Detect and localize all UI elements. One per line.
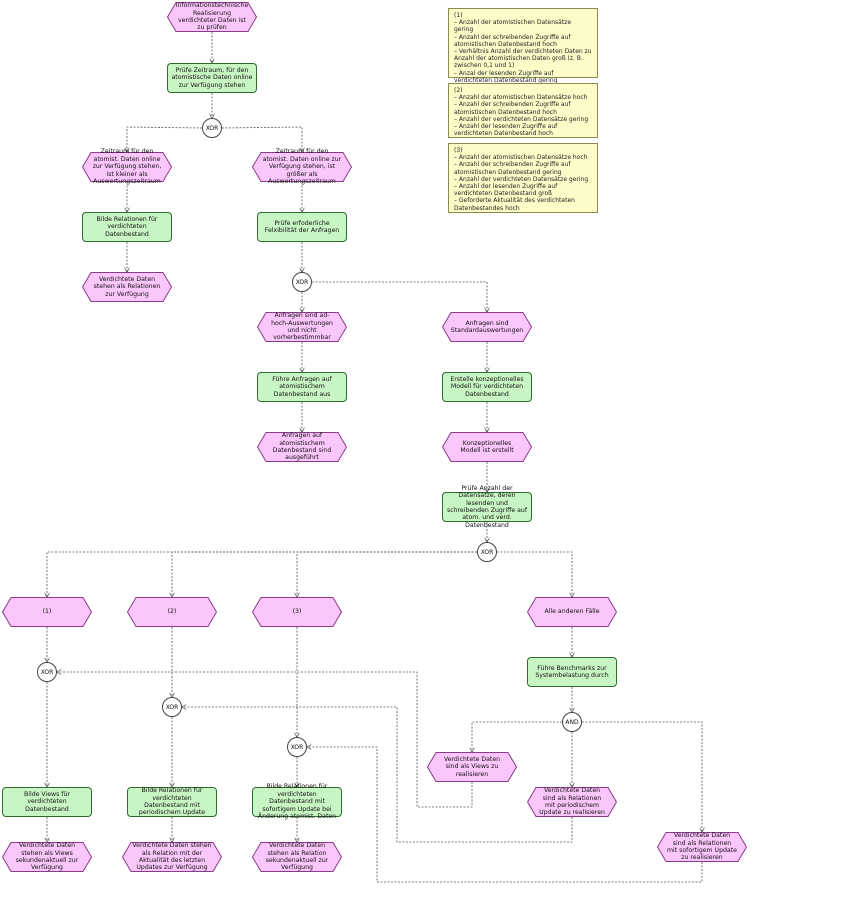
flow-arrow	[127, 126, 203, 152]
function-build-immediate-relations: Bilde Relationen für verdichteten Datenb…	[252, 783, 342, 820]
function-run-benchmarks: Führe Benchmarks zur Systembelastung dur…	[527, 657, 617, 687]
event-hexagon-shape	[256, 312, 348, 342]
connector-xor-6: XOR	[287, 737, 307, 757]
flow-arrow	[472, 721, 562, 752]
event-views-to-realize: Verdichtete Daten sind als Views zu real…	[426, 752, 518, 782]
event-hexagon-shape	[441, 432, 533, 462]
event-label: Anfragen sind Standardauswertungen	[450, 319, 524, 334]
event-hexagon-shape	[426, 752, 518, 782]
event-case-3: (3)	[251, 597, 343, 627]
event-label: Verdichtete Daten stehen als Relation se…	[265, 842, 329, 872]
event-relations-available: Verdichtete Daten stehen als Relationen …	[81, 272, 173, 302]
event-label: Zeitraum für den atomist. Daten online z…	[262, 148, 342, 186]
event-hexagon-shape	[656, 832, 748, 862]
event-hexagon-shape	[256, 432, 348, 462]
event-hexagon-shape	[251, 597, 343, 627]
event-label: Informationstechnische Realisierung verd…	[175, 2, 249, 32]
event-label: Verdichtete Daten sind als Relationen mi…	[667, 832, 737, 862]
flow-arrow	[297, 551, 477, 597]
event-timeframe-smaller: Zeitraum für den atomist. Daten online z…	[81, 148, 173, 185]
event-label: Zeitraum für den atomist. Daten online z…	[92, 148, 162, 186]
event-label: Verdichtete Daten stehen als Views sekun…	[15, 842, 79, 872]
event-immediate-relations-available: Verdichtete Daten stehen als Relation se…	[251, 842, 343, 872]
event-queries-executed: Anfragen auf atomistischem Datenbestand …	[256, 432, 348, 462]
connector-xor-5: XOR	[162, 697, 182, 717]
event-label: Verdichtete Daten stehen als Relation mi…	[132, 842, 212, 872]
function-check-timeframe: Prüfe Zeitraum, für den atomistische Dat…	[167, 63, 257, 93]
function-build-periodic-relations: Bilde Relationen für verdichteten Datenb…	[127, 787, 217, 817]
event-label: Alle anderen Fälle	[544, 608, 600, 616]
event-views-available: Verdichtete Daten stehen als Views sekun…	[1, 842, 93, 872]
event-case-2: (2)	[126, 597, 218, 627]
event-start: Informationstechnische Realisierung verd…	[166, 2, 258, 32]
function-build-views: Bilde Views für verdichteten Datenbestan…	[2, 787, 92, 817]
event-other-cases: Alle anderen Fälle	[526, 597, 618, 627]
event-label: Anfragen sind ad-hoch-Auswertungen und n…	[271, 312, 333, 342]
event-hexagon-shape	[1, 597, 93, 627]
event-timeframe-larger: Zeitraum für den atomist. Daten online z…	[251, 148, 353, 185]
event-hexagon-shape	[81, 272, 173, 302]
event-hexagon-shape	[251, 152, 353, 182]
event-hexagon-shape	[121, 842, 223, 872]
note-case-2: (2) – Anzahl der atomistischen Datensätz…	[448, 83, 598, 138]
event-label: Konzeptionelles Modell ist erstellt	[460, 439, 514, 454]
connector-xor-3: XOR	[477, 542, 497, 562]
event-hexagon-shape	[526, 597, 618, 627]
event-label: (1)	[42, 608, 52, 616]
function-check-record-count: Prüfe Anzahl der Datensätze, deren lesen…	[442, 485, 532, 529]
note-case-1: (1) – Anzahl der atomistischen Datensätz…	[448, 8, 598, 84]
event-periodic-relations-available: Verdichtete Daten stehen als Relation mi…	[121, 842, 223, 872]
event-model-created: Konzeptionelles Modell ist erstellt	[441, 432, 533, 462]
flow-arrow	[497, 551, 572, 597]
event-hexagon-shape	[166, 2, 258, 32]
event-label: Anfragen auf atomistischem Datenbestand …	[272, 432, 332, 462]
flow-arrow	[182, 707, 573, 843]
flow-arrow	[582, 721, 702, 832]
event-label: (3)	[292, 608, 302, 616]
event-standard-queries: Anfragen sind Standardauswertungen	[441, 312, 533, 342]
event-hexagon-shape	[441, 312, 533, 342]
flow-arrow	[307, 747, 703, 883]
function-run-queries: Führe Anfragen auf atomistischem Datenbe…	[257, 372, 347, 402]
event-label: Verdichtete Daten stehen als Relationen …	[93, 275, 161, 298]
flow-arrow	[47, 551, 477, 597]
note-case-3: (3) – Anzahl der atomistischen Datensätz…	[448, 143, 598, 213]
function-check-flexibility: Prüfe erfoderliche Felxibilität der Anfr…	[257, 212, 347, 242]
flow-arrow	[172, 551, 477, 597]
event-hexagon-shape	[1, 842, 93, 872]
connector-and: AND	[562, 712, 582, 732]
function-create-model: Erstelle konzeptionelles Modell für verd…	[442, 372, 532, 402]
event-hexagon-shape	[81, 152, 173, 182]
event-hexagon-shape	[526, 787, 618, 817]
connector-xor-4: XOR	[37, 662, 57, 682]
event-label: (2)	[167, 608, 177, 616]
event-hexagon-shape	[126, 597, 218, 627]
function-build-relations: Bilde Relationen für verdichteten Datenb…	[82, 212, 172, 242]
event-immediate-relations-to-realize: Verdichtete Daten sind als Relationen mi…	[656, 832, 748, 862]
connector-xor-1: XOR	[202, 118, 222, 138]
event-periodic-relations-to-realize: Verdichtete Daten sind als Relationen mi…	[526, 787, 618, 817]
event-hexagon-shape	[251, 842, 343, 872]
connector-xor-2: XOR	[292, 272, 312, 292]
event-label: Verdichtete Daten sind als Views zu real…	[443, 755, 501, 778]
flow-arrow	[312, 281, 487, 312]
event-case-1: (1)	[1, 597, 93, 627]
event-label: Verdichtete Daten sind als Relationen mi…	[539, 787, 605, 817]
event-adhoc-queries: Anfragen sind ad-hoch-Auswertungen und n…	[256, 312, 348, 342]
